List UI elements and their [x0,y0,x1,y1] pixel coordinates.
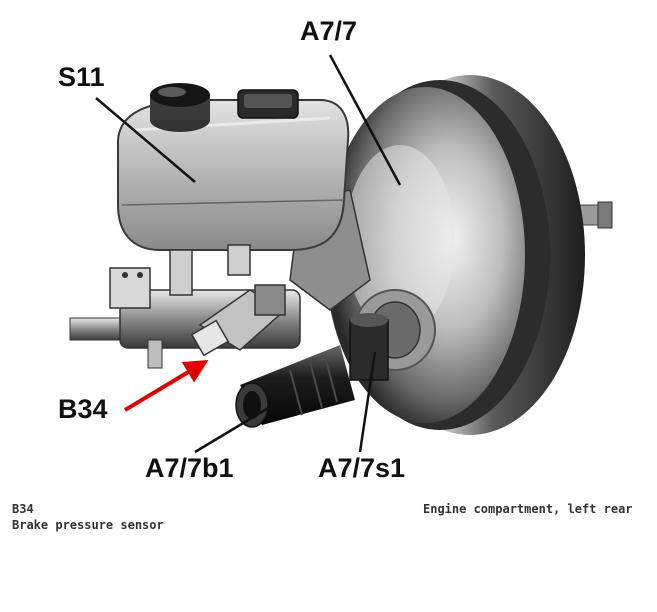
brake-pressure-sensor [190,284,287,357]
brake-fluid-reservoir [117,89,350,251]
brake-booster-illustration [69,54,613,454]
highlight-arrow [123,359,209,412]
leader-line-a77s1 [358,351,377,453]
callout-booster-s1: A7/7s1 [318,453,406,483]
vacuum-hose [235,345,355,428]
callout-sensor: B34 [58,394,108,424]
reservoir-filler-cap [150,83,210,132]
leader-line-a77b1 [194,396,286,454]
caption-location: Engine compartment, left rear [423,502,633,516]
callout-booster: A7/7 [300,16,358,46]
caption-component-code: B34 [12,502,34,516]
vacuum-switch [349,313,389,381]
callout-reservoir: S11 [58,62,105,92]
leader-line-s11 [95,97,196,183]
caption-component-name: Brake pressure sensor [12,518,164,532]
callout-booster-b1: A7/7b1 [145,453,234,483]
leader-line-a77 [328,54,402,186]
